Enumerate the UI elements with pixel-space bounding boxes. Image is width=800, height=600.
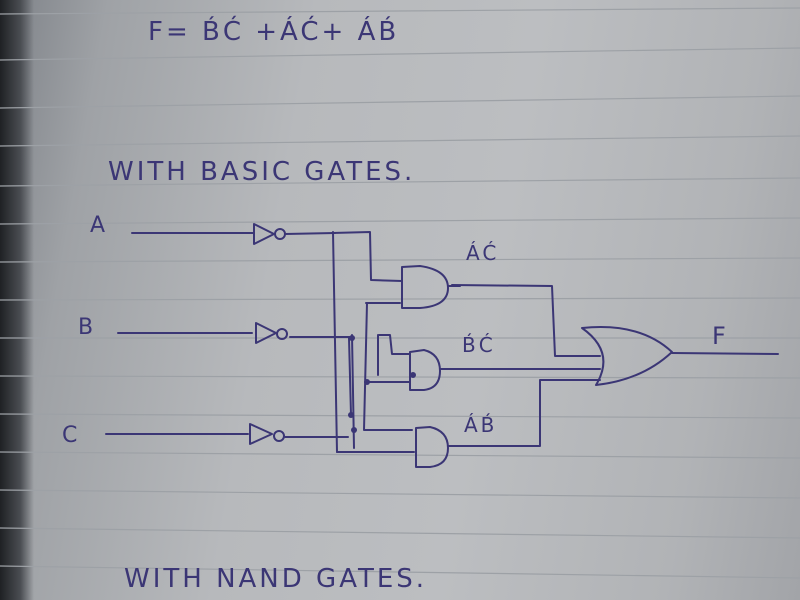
junction-dots (348, 335, 416, 433)
input-wires (105, 232, 255, 435)
and-gate-2 (409, 349, 451, 391)
inverter-c (249, 423, 285, 445)
or-gate (581, 326, 779, 386)
term-label-ab: ÁB́ (464, 413, 497, 437)
input-label-c: C (62, 423, 80, 448)
and-gate-3 (415, 426, 457, 468)
inverter-a (253, 223, 286, 245)
heading-nand-gates: WITH NAND GATES. (124, 564, 427, 594)
inverter-b (255, 322, 288, 344)
bus-wires (284, 231, 415, 453)
ruled-lines (0, 7, 800, 579)
or-input-wires (449, 284, 601, 447)
input-label-a: A (90, 213, 108, 238)
term-label-bc: B́Ć (462, 333, 496, 357)
heading-basic-gates: WITH BASIC GATES. (108, 157, 415, 187)
output-label-f: F (712, 322, 729, 350)
boolean-equation: F= B́Ć +ÁĆ+ ÁB́ (148, 15, 399, 47)
input-label-b: B (78, 315, 96, 340)
and-gate-1 (401, 265, 461, 309)
term-label-ac: ÁĆ (466, 241, 499, 265)
